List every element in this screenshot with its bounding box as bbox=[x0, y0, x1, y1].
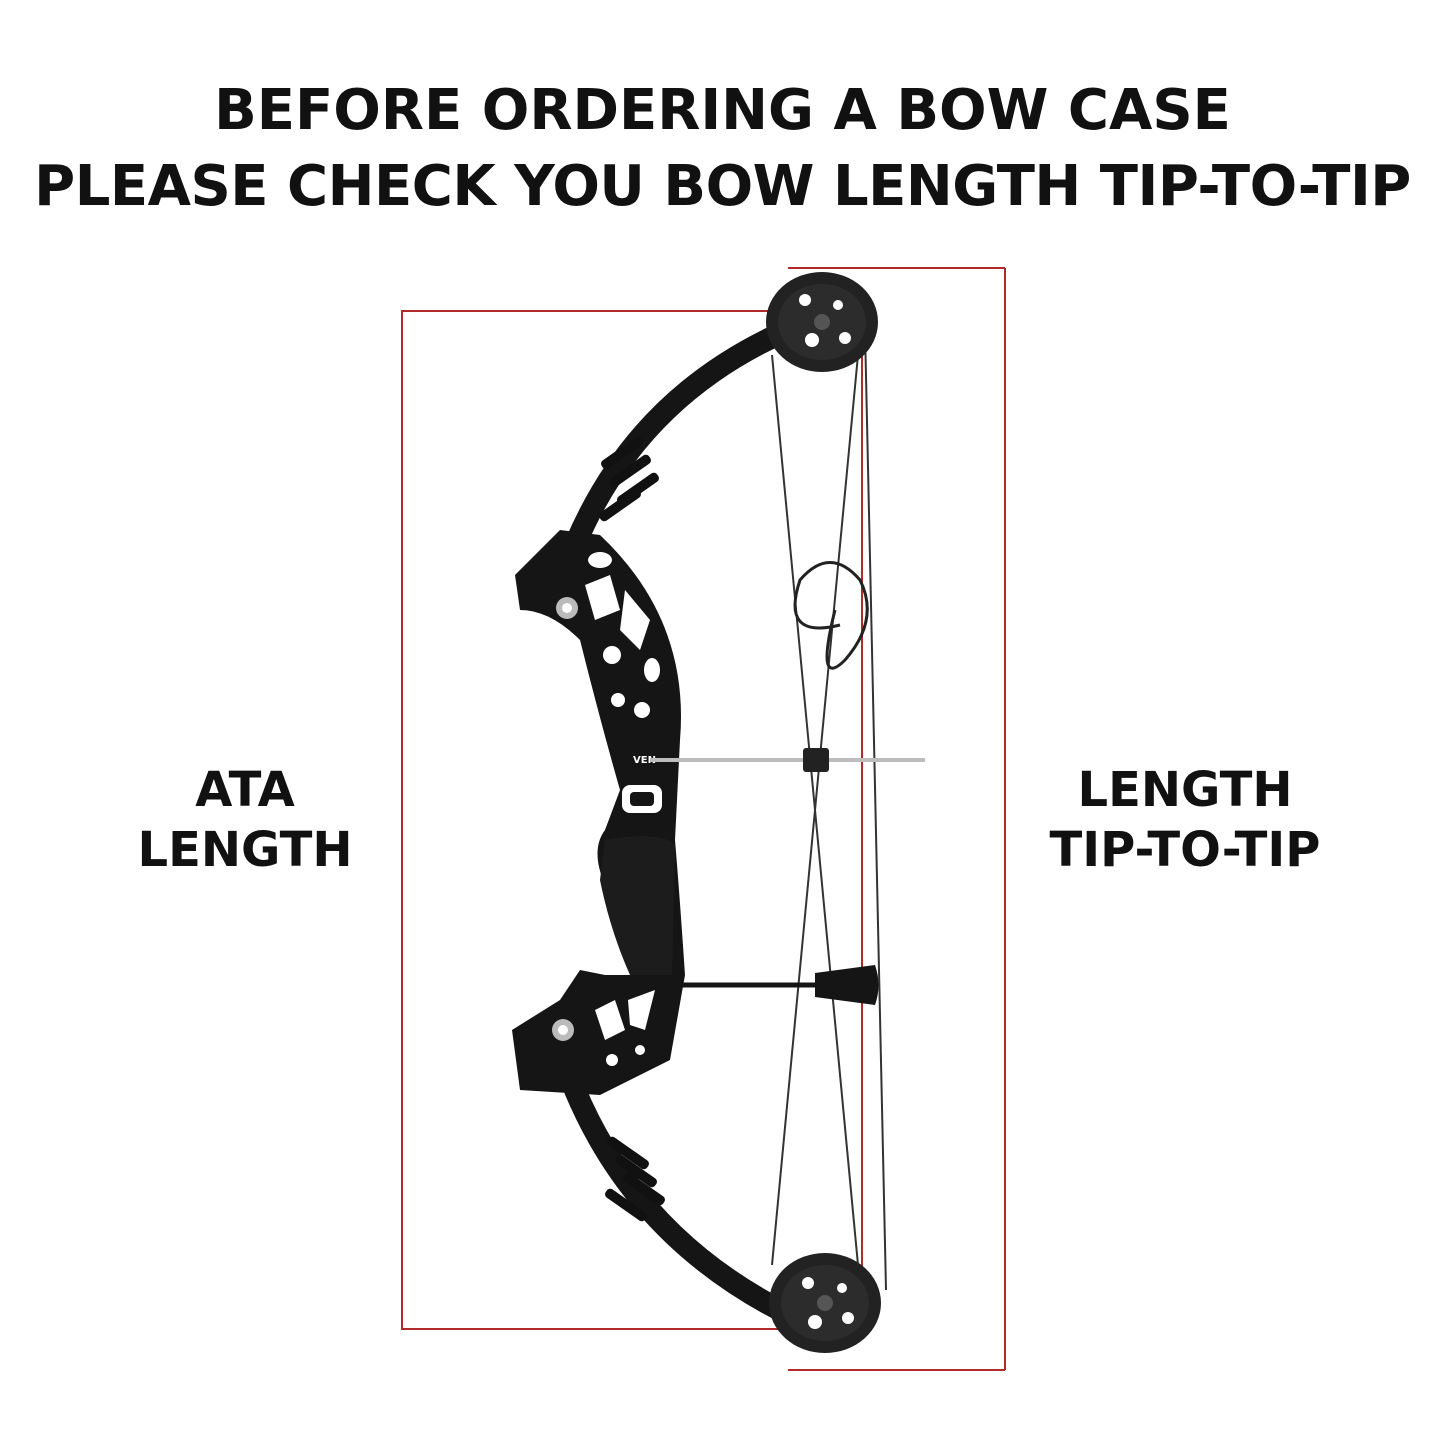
limb-bolts bbox=[552, 597, 578, 1041]
limb-dampener-bottom bbox=[605, 1136, 665, 1222]
ata-length-label: ATA LENGTH bbox=[120, 760, 370, 880]
bow-riser-lower bbox=[512, 970, 685, 1095]
ata-label-line-2: LENGTH bbox=[137, 822, 353, 878]
tip-to-tip-bracket bbox=[788, 267, 1006, 1371]
bow-limbs bbox=[564, 314, 811, 1331]
d-loop bbox=[793, 561, 869, 670]
tip-to-tip-label: LENGTH TIP-TO-TIP bbox=[1030, 760, 1340, 880]
bow-strings bbox=[771, 329, 887, 1291]
headline-line-1: BEFORE ORDERING A BOW CASE bbox=[214, 78, 1231, 143]
stabilizer bbox=[815, 965, 879, 1005]
riser-cutouts bbox=[585, 552, 662, 1066]
string-silencer bbox=[803, 748, 829, 772]
headline-line-2: PLEASE CHECK YOU BOW LENGTH TIP-TO-TIP bbox=[34, 154, 1411, 219]
riser-cutout-inner bbox=[630, 792, 654, 806]
ata-label-line-1: ATA bbox=[195, 762, 295, 818]
tip-label-line-1: LENGTH bbox=[1077, 762, 1293, 818]
tip-label-line-2: TIP-TO-TIP bbox=[1049, 822, 1321, 878]
bottom-cam bbox=[769, 1253, 881, 1353]
top-cam bbox=[766, 272, 878, 372]
ata-length-bracket bbox=[401, 310, 863, 1330]
bow-grip bbox=[600, 836, 675, 975]
riser-mark: VEN bbox=[633, 755, 656, 766]
limb-dampener-top bbox=[599, 436, 659, 522]
